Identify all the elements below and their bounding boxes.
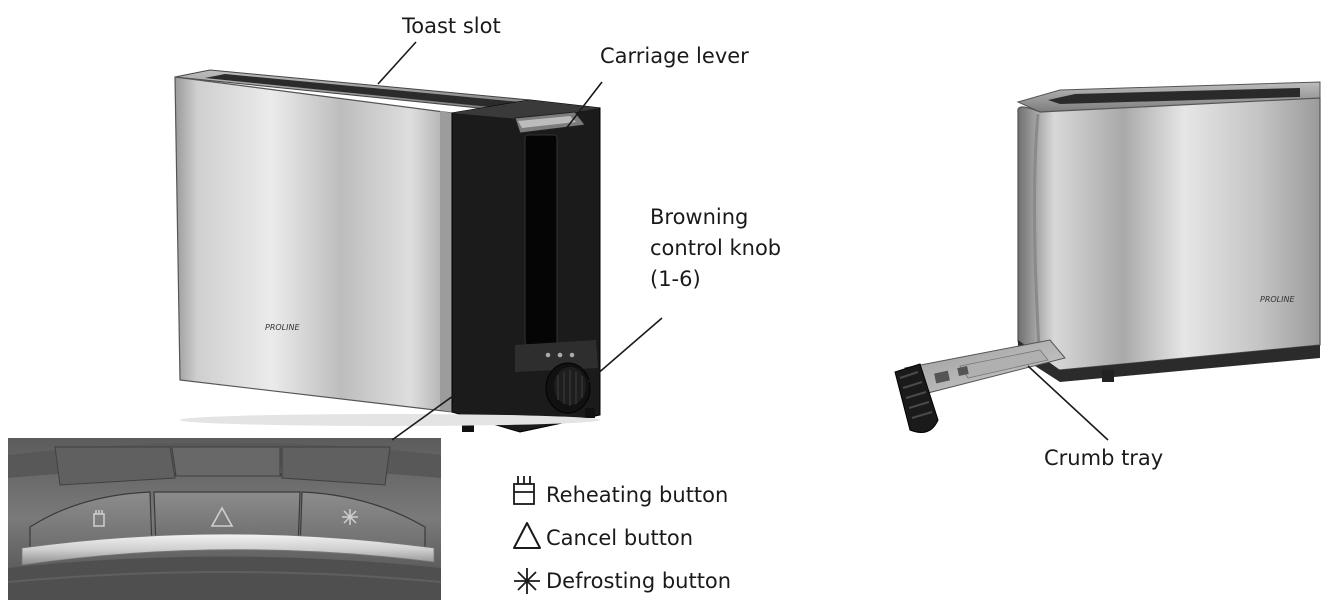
browning-label-line2: control knob <box>650 236 782 260</box>
toast-slot-callout <box>377 41 417 85</box>
carriage-lever-callout <box>564 81 603 131</box>
crumb-tray-callout <box>1027 365 1109 441</box>
browning-label-line1: Browning <box>650 205 749 229</box>
panel-defrost-icon <box>342 509 358 525</box>
toaster-left: PROLINE <box>174 69 601 433</box>
browning-label-line3: (1-6) <box>650 267 701 291</box>
crumb-tray-label: Crumb tray <box>1044 446 1164 470</box>
legend-cancel: Cancel button <box>510 523 693 553</box>
control-panel-inset <box>7 438 442 600</box>
snowflake-icon <box>514 568 540 594</box>
carriage-lever-label: Carriage lever <box>600 44 749 68</box>
legend-reheating-label: Reheating button <box>546 483 729 507</box>
panel-cancel-icon <box>210 506 234 527</box>
legend-cancel-label: Cancel button <box>546 526 694 550</box>
legend-defrosting-label: Defrosting button <box>546 569 732 593</box>
inset-callout <box>391 351 515 441</box>
brand-logo-left: PROLINE <box>265 323 300 332</box>
toast-slot-label: Toast slot <box>402 14 501 38</box>
legend-defrosting: Defrosting button <box>510 566 731 596</box>
legend-reheating: Reheating button <box>510 480 728 510</box>
browning-knob-callout <box>587 317 663 383</box>
cancel-triangle-icon <box>513 522 541 549</box>
brand-logo-right: PROLINE <box>1260 295 1295 304</box>
reheat-icon <box>513 476 535 505</box>
panel-reheat-icon <box>93 510 105 527</box>
callout-lines <box>377 41 1109 441</box>
toaster-right: PROLINE <box>894 81 1321 433</box>
